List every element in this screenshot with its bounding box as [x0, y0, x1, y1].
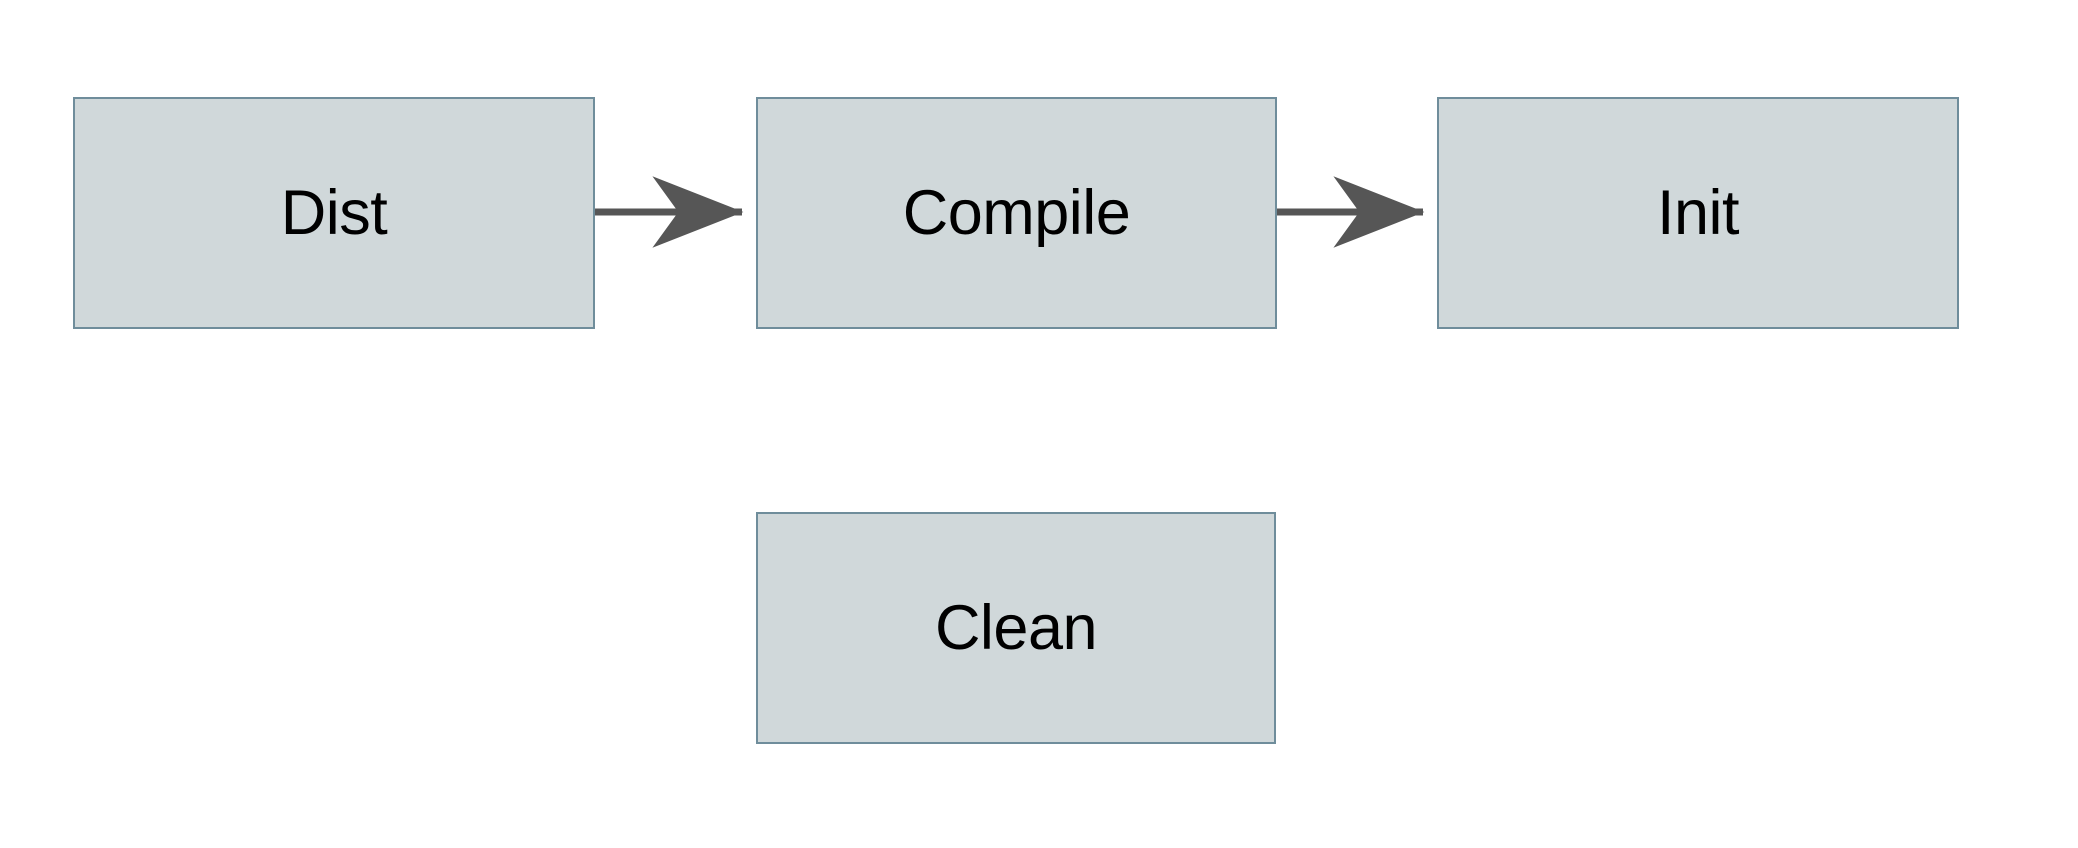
node-dist[interactable]: Dist [73, 97, 595, 329]
node-compile[interactable]: Compile [756, 97, 1277, 329]
node-compile-label: Compile [902, 177, 1131, 248]
node-clean-label: Clean [934, 592, 1098, 663]
node-init[interactable]: Init [1437, 97, 1959, 329]
node-init-label: Init [1656, 177, 1740, 248]
node-clean[interactable]: Clean [756, 512, 1276, 744]
node-dist-label: Dist [280, 177, 388, 248]
